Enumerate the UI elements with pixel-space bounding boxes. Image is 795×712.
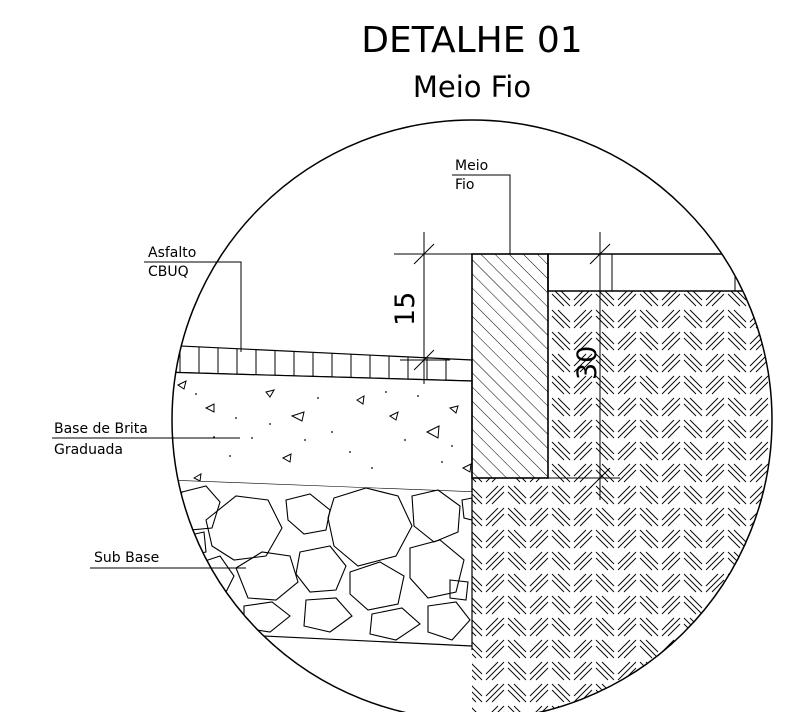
section-view (172, 232, 772, 712)
label-base-2: Graduada (54, 442, 123, 458)
dim-30-tick-top (589, 243, 611, 265)
gravel-dots (195, 391, 453, 469)
dim-15-tick-top (413, 243, 435, 265)
dim-30-value: 30 (572, 346, 603, 380)
detail-title: DETALHE 01 (361, 20, 582, 61)
gravel-base-layer (172, 371, 473, 493)
dim-15-value: 15 (390, 292, 421, 326)
label-asfalto-1: Asfalto (148, 245, 196, 261)
gravel-aggregate-marks (177, 380, 472, 482)
leader-asfalto (144, 261, 242, 352)
detail-circle (171, 119, 773, 712)
detail-subtitle: Meio Fio (413, 70, 531, 104)
curb-section (471, 253, 549, 479)
leader-meio-fio (452, 174, 511, 254)
dim-15-tick-bottom (413, 349, 435, 371)
sub-base-layer (172, 480, 472, 650)
asphalt-ticks (179, 346, 447, 381)
label-meio-fio-1: Meio (455, 158, 488, 174)
label-base-1: Base de Brita (54, 421, 148, 437)
sidewalk-slab (547, 253, 772, 292)
label-meio-fio-2: Fio (455, 177, 475, 193)
label-asfalto-2: CBUQ (148, 264, 189, 280)
label-sub-base: Sub Base (94, 550, 159, 566)
